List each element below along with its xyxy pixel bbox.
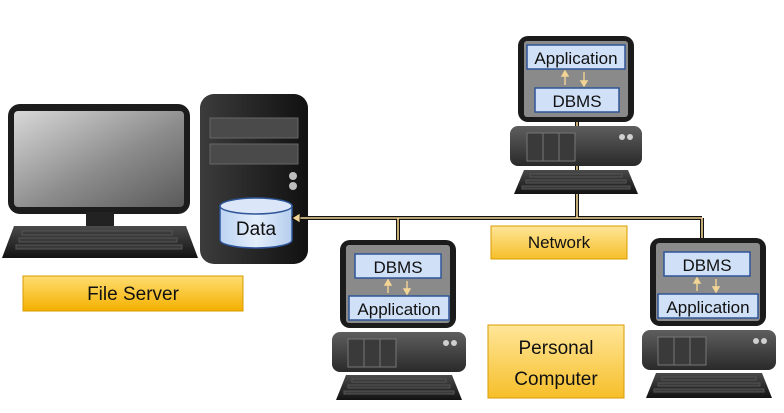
network-label: Network	[528, 233, 591, 252]
personal-computer-label-line1: Personal	[519, 338, 594, 359]
pc-top-layer-1: Application	[534, 49, 617, 68]
personal-computer-label-box: Personal Computer	[487, 324, 625, 399]
pc-middle-layer-1: DBMS	[373, 258, 422, 277]
pc-top-arrows	[560, 69, 589, 88]
data-label: Data	[236, 219, 277, 240]
data-cylinder: Data	[219, 197, 293, 249]
pc-right-layer-2: Application	[666, 298, 749, 317]
personal-computer-label-line2: Computer	[514, 369, 598, 390]
file-server-monitor	[2, 104, 198, 258]
pc-middle-arrows	[383, 278, 412, 296]
network-label-box: Network	[490, 225, 628, 260]
file-server-label-box: File Server	[22, 275, 244, 312]
pc-top: Application DBMS	[510, 36, 642, 194]
pc-middle-layer-2: Application	[357, 300, 440, 319]
pc-right: DBMS Application	[642, 238, 776, 398]
file-server-label: File Server	[87, 284, 180, 305]
pc-middle: DBMS Application	[332, 240, 466, 400]
pc-right-layer-1: DBMS	[682, 256, 731, 275]
pc-right-arrows	[692, 276, 721, 294]
pc-top-layer-2: DBMS	[552, 92, 601, 111]
